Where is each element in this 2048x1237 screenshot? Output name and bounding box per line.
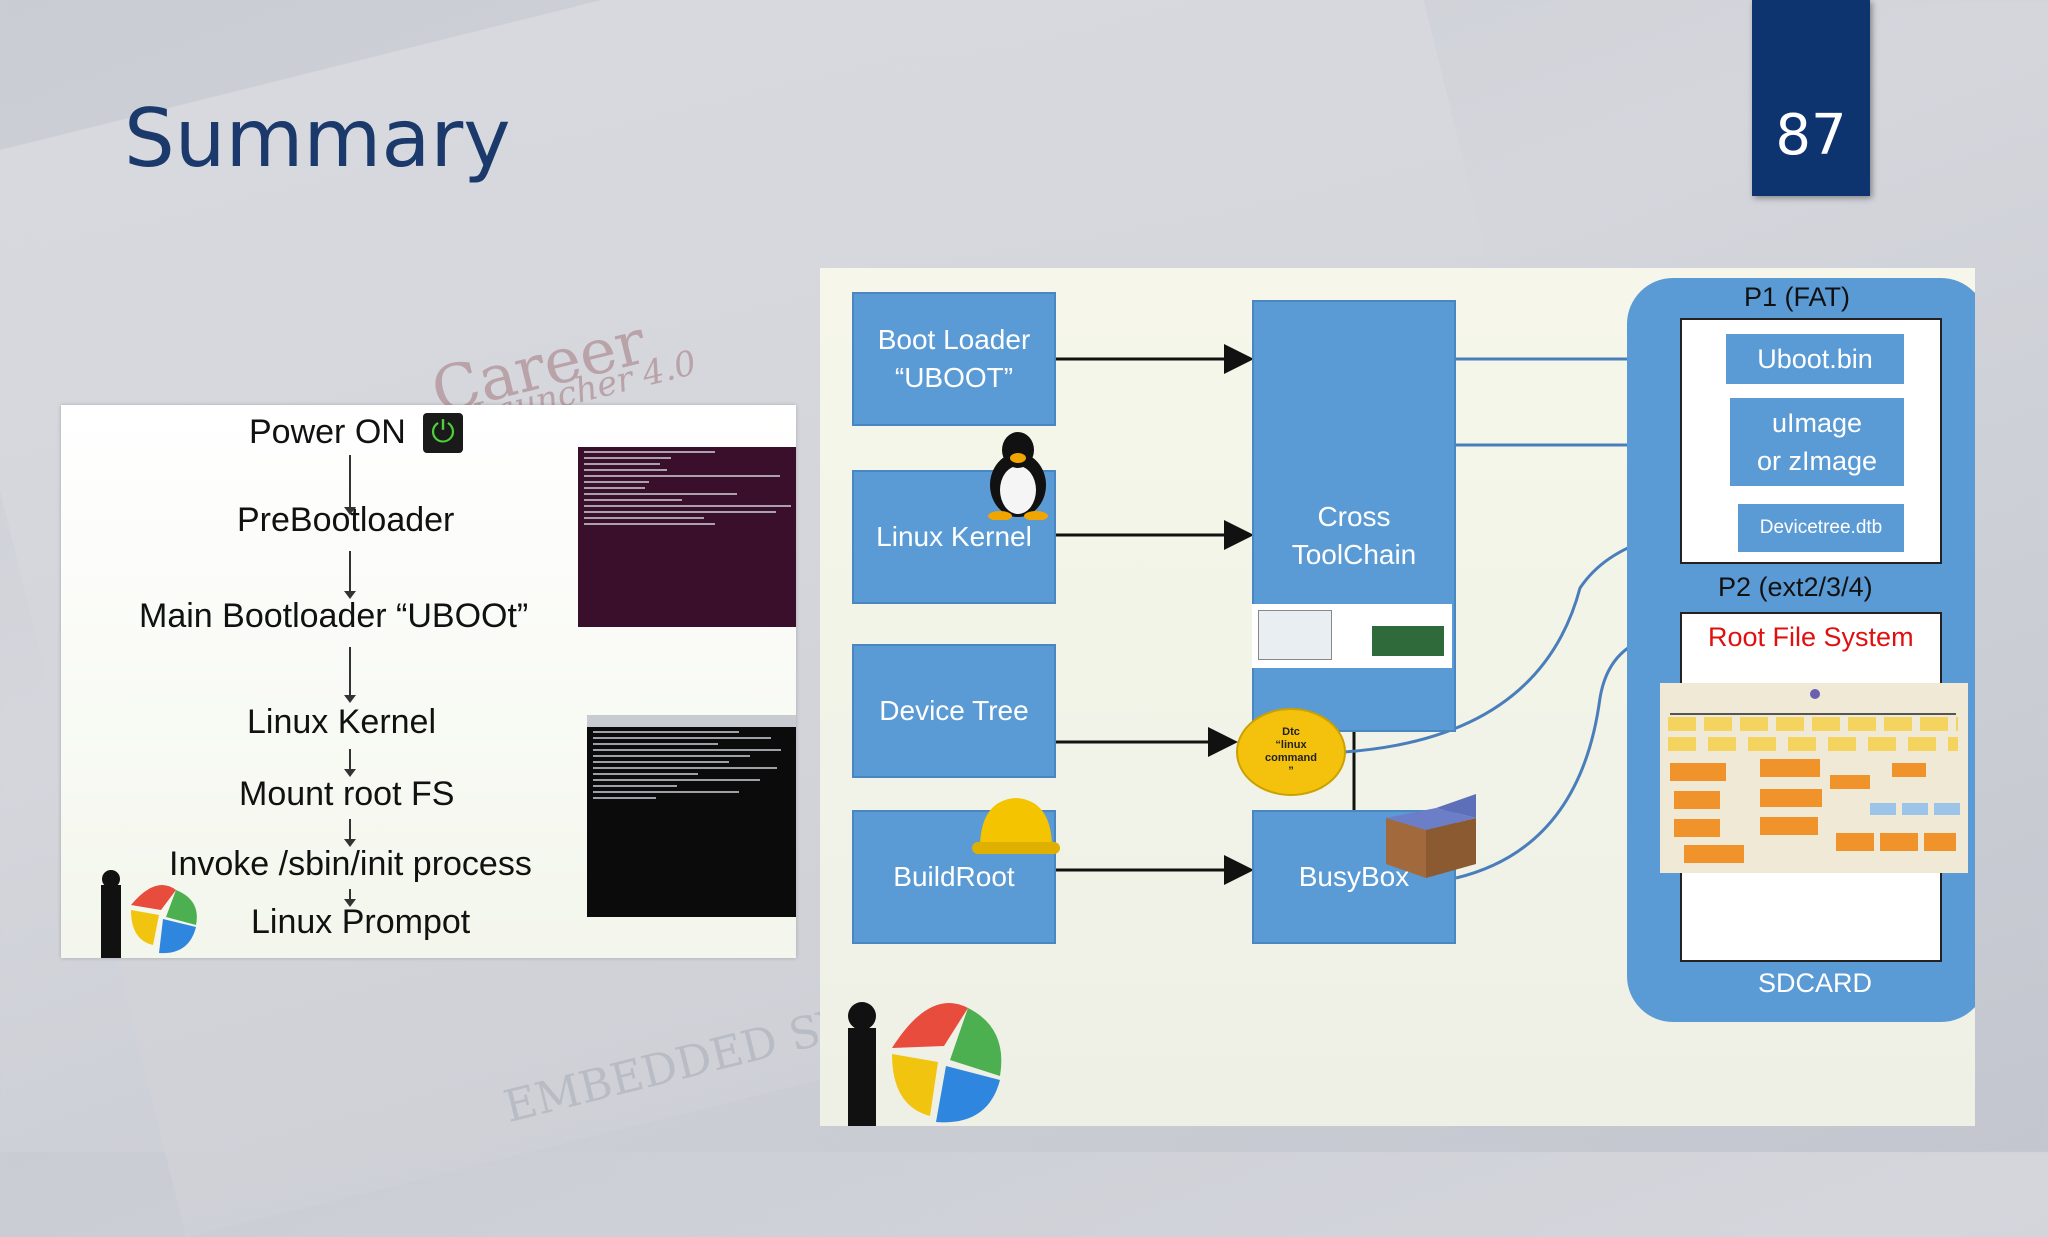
dtc-command-ellipse: Dtc “linux command ” — [1236, 708, 1346, 796]
career-launcher-logo — [101, 870, 197, 958]
career-launcher-logo — [848, 1002, 1002, 1126]
build-diagram-panel: Boot Loader “UBOOT” Linux Kernel Device … — [820, 268, 1975, 1126]
hard-hat-icon — [972, 798, 1060, 854]
uboot-terminal-screenshot — [578, 447, 796, 627]
page-number: 87 — [1775, 103, 1847, 168]
flow-arrow — [344, 819, 356, 847]
toolchain-host-target-image — [1252, 604, 1452, 668]
flow-arrow — [344, 889, 356, 907]
uboot-bin-file: Uboot.bin — [1726, 334, 1904, 384]
busybox-box: BusyBox — [1252, 810, 1456, 944]
p1-label: P1 (FAT) — [1744, 282, 1851, 312]
page-number-badge: 87 — [1752, 0, 1870, 196]
step-linux-prompt: Linux Prompot — [251, 903, 471, 941]
slide-title: Summary — [124, 92, 511, 185]
step-invoke-init: Invoke /sbin/init process — [169, 845, 532, 883]
step-mount-root-fs: Mount root FS — [239, 775, 455, 813]
boot-sequence-panel: Power ON ⏻ PreBootloader Main Bootloader… — [61, 405, 796, 958]
boot-loader-box: Boot Loader “UBOOT” — [852, 292, 1056, 426]
power-icon: ⏻ — [423, 413, 463, 453]
step-prebootloader: PreBootloader — [237, 501, 455, 539]
root-file-system-label: Root File System — [1708, 622, 1914, 652]
device-tree-box: Device Tree — [852, 644, 1056, 778]
cardboard-box-icon — [1386, 794, 1476, 878]
uimage-file: uImage or zImage — [1730, 398, 1904, 486]
p2-label: P2 (ext2/3/4) — [1718, 572, 1873, 602]
filesystem-tree-image — [1660, 683, 1968, 873]
step-power-on: Power ON — [249, 413, 406, 451]
devicetree-dtb-file: Devicetree.dtb — [1738, 504, 1904, 552]
sdcard-label: SDCARD — [1758, 968, 1873, 998]
step-main-bootloader: Main Bootloader “UBOOt” — [139, 597, 529, 635]
flow-arrow — [344, 551, 356, 599]
flow-arrow — [344, 749, 356, 777]
step-linux-kernel: Linux Kernel — [247, 703, 437, 741]
tux-penguin-icon — [988, 432, 1048, 520]
flow-arrow — [344, 647, 356, 703]
flow-arrow — [344, 455, 356, 515]
kernel-boot-terminal-screenshot — [587, 715, 796, 917]
